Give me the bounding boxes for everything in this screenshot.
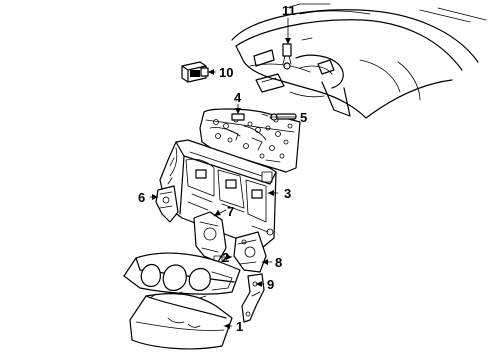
callout-9: 9 [267, 277, 274, 292]
callout-6: 6 [138, 190, 145, 205]
part-9-bracket [241, 273, 265, 323]
callout-11: 11 [282, 3, 296, 18]
part-10-switch [181, 61, 209, 83]
part-8-gauge [233, 231, 267, 273]
part-3-housing [159, 139, 277, 249]
part-4-circuit-board [199, 108, 301, 173]
callout-8: 8 [275, 255, 282, 270]
callout-7: 7 [227, 204, 234, 219]
dashboard-inset [231, 3, 487, 119]
callout-5: 5 [300, 110, 307, 125]
callout-4: 4 [234, 90, 242, 105]
leader-lines [149, 17, 297, 329]
part-2-bezel [123, 252, 241, 295]
callout-3: 3 [284, 186, 291, 201]
callout-1: 1 [236, 319, 243, 334]
part-1-lens [129, 291, 233, 350]
callout-2: 2 [222, 250, 229, 265]
callout-10: 10 [219, 65, 233, 80]
part-6-gauge [155, 185, 179, 223]
callout-labels: 11 10 4 5 3 6 7 8 2 9 1 [138, 3, 307, 334]
